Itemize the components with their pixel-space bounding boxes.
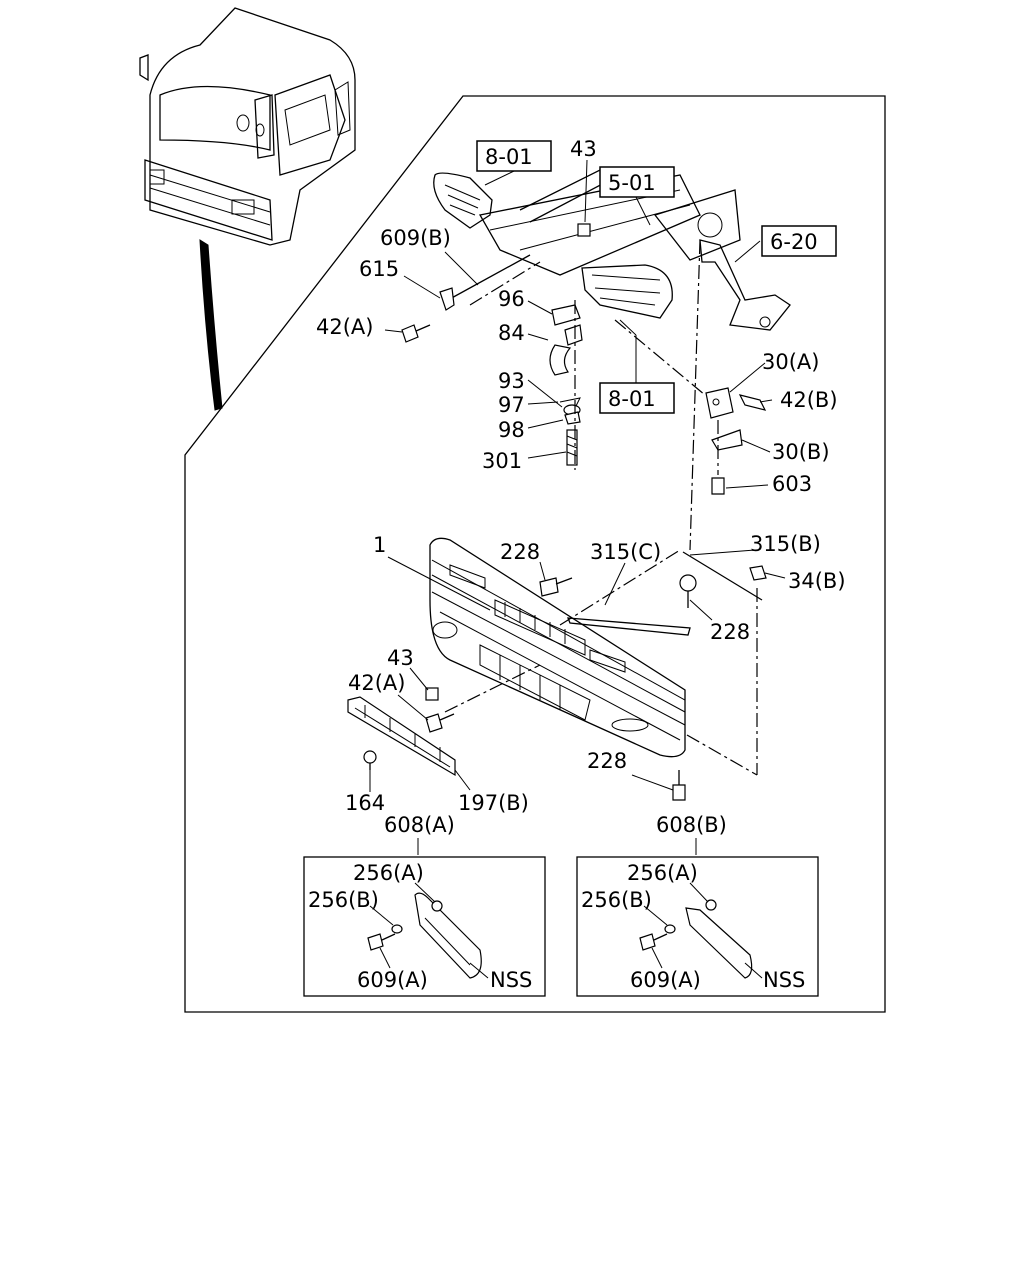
callout-42a-mid[interactable]: 42(A) — [348, 671, 405, 695]
callout-315c[interactable]: 315(C) — [590, 540, 661, 564]
svg-text:6-20: 6-20 — [770, 230, 818, 254]
callout-84[interactable]: 84 — [498, 321, 525, 345]
callout-42b[interactable]: 42(B) — [780, 388, 838, 412]
callout-228-b[interactable]: 228 — [710, 620, 750, 644]
callout-1[interactable]: 1 — [373, 533, 386, 557]
ref-box-6-20[interactable]: 6-20 — [761, 225, 837, 257]
detail-frame — [184, 95, 886, 1013]
callout-228-c[interactable]: 228 — [587, 749, 627, 773]
callout-96[interactable]: 96 — [498, 287, 525, 311]
truck-cab-illustration — [139, 7, 356, 246]
callout-34b[interactable]: 34(B) — [788, 569, 846, 593]
callout-608b[interactable]: 608(B) — [656, 813, 727, 837]
callout-98[interactable]: 98 — [498, 418, 525, 442]
callout-609b[interactable]: 609(B) — [380, 226, 451, 250]
ref-box-5-01[interactable]: 5-01 — [599, 166, 675, 198]
callout-603[interactable]: 603 — [772, 472, 812, 496]
callout-97[interactable]: 97 — [498, 393, 525, 417]
inset-right-609a[interactable]: 609(A) — [630, 968, 701, 992]
callout-228-a[interactable]: 228 — [500, 540, 540, 564]
inset-left-609a[interactable]: 609(A) — [357, 968, 428, 992]
small-parts — [401, 254, 583, 466]
bracket-parts — [705, 387, 767, 495]
callout-93[interactable]: 93 — [498, 369, 525, 393]
callout-164[interactable]: 164 — [345, 791, 385, 815]
ref-box-8-01-mid[interactable]: 8-01 — [599, 382, 675, 414]
inset-left-nss[interactable]: NSS — [490, 968, 532, 992]
inset-box-left — [303, 856, 546, 997]
inset-left-256b[interactable]: 256(B) — [308, 888, 379, 912]
inset-right-nss[interactable]: NSS — [763, 968, 805, 992]
pointer-arrow — [199, 239, 223, 411]
callout-315b[interactable]: 315(B) — [750, 532, 821, 556]
callout-301[interactable]: 301 — [482, 449, 522, 473]
callout-615[interactable]: 615 — [359, 257, 399, 281]
callout-43-mid[interactable]: 43 — [387, 646, 414, 670]
svg-text:8-01: 8-01 — [608, 387, 656, 411]
callout-30b[interactable]: 30(B) — [772, 440, 830, 464]
inset-left-256a[interactable]: 256(A) — [353, 861, 424, 885]
inset-left-parts — [367, 892, 482, 979]
inset-right-256a[interactable]: 256(A) — [627, 861, 698, 885]
svg-text:5-01: 5-01 — [608, 171, 656, 195]
inset-right-256b[interactable]: 256(B) — [581, 888, 652, 912]
inset-right-parts — [639, 899, 753, 979]
lower-parts — [347, 687, 686, 801]
inset-box-right — [576, 856, 819, 997]
callout-30a[interactable]: 30(A) — [762, 350, 819, 374]
ref-box-8-01-top[interactable]: 8-01 — [476, 140, 552, 172]
callout-42a-top[interactable]: 42(A) — [316, 315, 373, 339]
svg-text:8-01: 8-01 — [485, 145, 533, 169]
callout-197b[interactable]: 197(B) — [458, 791, 529, 815]
front-bumper-assembly — [429, 537, 767, 758]
callout-43-top[interactable]: 43 — [570, 137, 597, 161]
callout-608a[interactable]: 608(A) — [384, 813, 455, 837]
